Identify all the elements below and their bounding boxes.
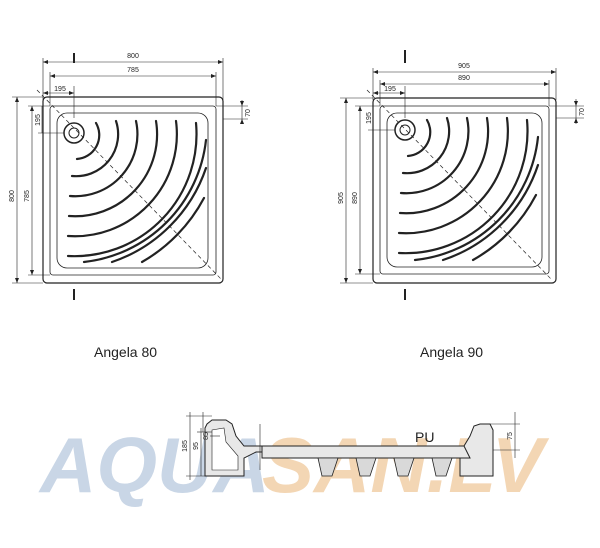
section-right-dimension-lines <box>490 412 520 458</box>
tray-left-drain-y-label: 195 <box>35 114 42 126</box>
tray-left-plan <box>12 53 248 300</box>
tray-right-inner-rim <box>379 105 550 275</box>
tray-right-inner-height-label: 890 <box>352 192 359 204</box>
tray-right-outer-rim <box>372 97 557 284</box>
tray-right-basin <box>386 112 543 268</box>
section-foot-4 <box>431 457 453 477</box>
tray-right-outer-height-label: 905 <box>338 192 345 204</box>
tray-right-corner-label: 70 <box>579 108 586 116</box>
tray-left-inner-height-label: 785 <box>24 190 31 202</box>
tray-right-arrowheads <box>344 70 578 283</box>
tray-cross-section <box>186 412 520 480</box>
section-foot-3 <box>393 457 415 477</box>
tray-left-outer-width-label: 800 <box>127 53 139 60</box>
tray-left-drain-icon <box>63 122 85 144</box>
tray-right-diagonal <box>366 89 553 281</box>
section-total-height-label: 185 <box>182 440 189 452</box>
section-foot-1 <box>317 457 339 477</box>
tray-right-dimension-lines <box>340 68 584 284</box>
tray-right-outer-width-label: 905 <box>458 63 470 70</box>
section-left-dimension-lines <box>186 412 220 480</box>
tray-left-drain-x-label: 195 <box>54 86 66 93</box>
section-height-85-label: 85 <box>203 432 210 440</box>
tray-left-inner-width-label: 785 <box>127 67 139 74</box>
tray-right-inner-width-label: 890 <box>458 75 470 82</box>
tray-left-dimension-lines <box>12 58 248 284</box>
tray-right-drain-y-label: 195 <box>366 112 373 124</box>
tray-left-outer-height-label: 800 <box>9 190 16 202</box>
tray-left-caption: Angela 80 <box>94 344 157 360</box>
tray-left-basin <box>56 112 209 269</box>
tray-left-ribs <box>66 119 208 264</box>
tray-left-corner-label: 70 <box>245 109 252 117</box>
tray-right-plan <box>340 50 584 300</box>
section-height-95-label: 95 <box>193 442 200 450</box>
section-foot-2 <box>355 457 377 477</box>
section-right-height-label: 75 <box>507 432 514 440</box>
tray-right-drain-x-label: 195 <box>384 86 396 93</box>
tray-left-outer-rim <box>42 96 224 284</box>
tray-left-inner-rim <box>49 105 217 276</box>
section-right-rim <box>459 423 494 477</box>
tray-left-diagonal <box>36 89 223 281</box>
tray-right-drain-icon <box>394 119 416 141</box>
tray-left-arrowheads <box>15 60 244 283</box>
section-material-label: PU <box>415 429 434 445</box>
section-left-rim-core <box>211 427 239 471</box>
tray-right-caption: Angela 90 <box>420 344 483 360</box>
tray-right-ribs <box>397 116 540 262</box>
